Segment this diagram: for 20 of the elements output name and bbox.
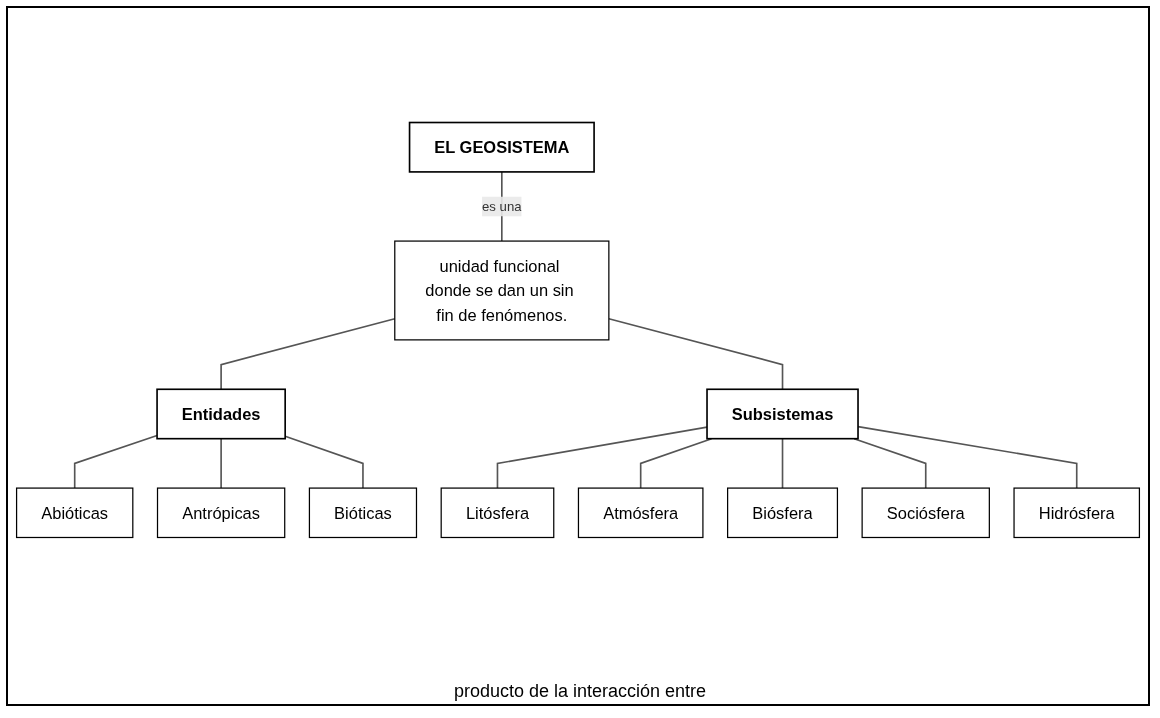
connector — [781, 437, 784, 489]
connector — [608, 317, 784, 391]
node-box: Entidades — [156, 388, 286, 440]
node-box: EL GEOSISTEMA — [408, 121, 595, 173]
node-box: unidad funcional donde se dan un sin fin de fenómenos. — [394, 240, 610, 341]
node-box: Sociósfera — [861, 487, 990, 539]
node-box: Atmósfera — [577, 487, 704, 539]
node-box: Hidrósfera — [1013, 487, 1141, 539]
connector — [73, 434, 158, 489]
node-box: Subsistemas — [706, 388, 859, 440]
connector — [220, 437, 222, 489]
node-box: Abióticas — [15, 487, 134, 539]
connector — [496, 426, 708, 489]
node-box: Biósfera — [727, 487, 839, 539]
node-box: Litósfera — [440, 487, 555, 539]
node-box: Bióticas — [308, 487, 418, 539]
node-box: Antrópicas — [156, 487, 286, 539]
note-text: producto de la interacción entre — [453, 681, 707, 702]
edge-label: es una — [482, 199, 522, 214]
connector — [284, 435, 364, 489]
